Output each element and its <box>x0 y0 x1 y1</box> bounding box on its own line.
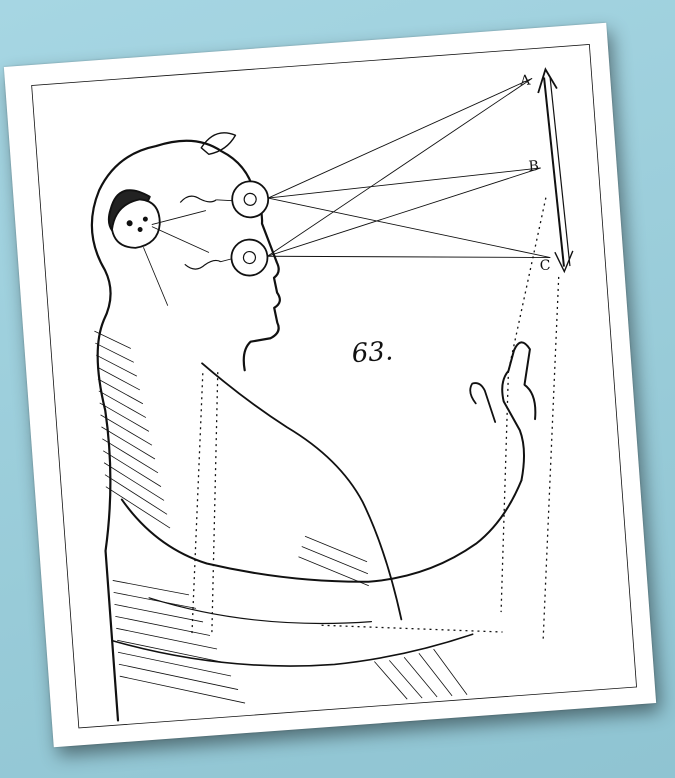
lower-eye <box>230 238 269 277</box>
upper-eye <box>231 180 270 219</box>
figure-hatching <box>94 306 467 720</box>
point-label-b: B <box>528 158 539 175</box>
engraving-svg: A B C 63. <box>31 44 637 728</box>
object-arrow <box>536 68 574 272</box>
dotted-sight-lines <box>162 197 585 665</box>
point-label-a: A <box>519 72 532 89</box>
illustration-card: A B C 63. <box>4 23 656 747</box>
brain-diagram <box>110 194 224 309</box>
eyes <box>226 180 274 277</box>
engraving-illustration: A B C 63. <box>31 44 637 728</box>
figure-number: 63. <box>351 336 394 369</box>
point-label-c: C <box>539 258 551 275</box>
